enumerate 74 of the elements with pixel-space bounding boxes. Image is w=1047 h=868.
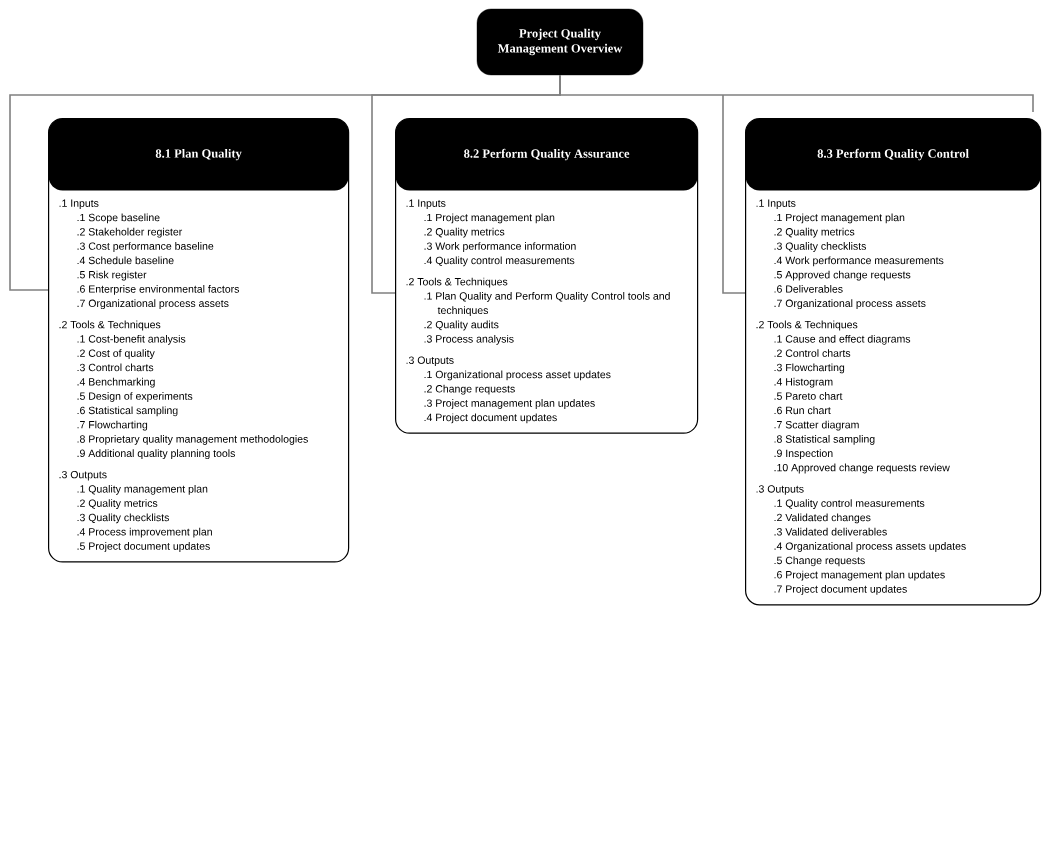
list-heading: .1 Inputs [756, 199, 796, 209]
list-heading: .2 Tools & Techniques [406, 277, 508, 288]
list-item: .2 Quality metrics [424, 227, 505, 238]
list-item: .8 Statistical sampling [774, 435, 875, 445]
list-item: .2 Quality metrics [77, 499, 158, 509]
box-heading: 8.3 Perform Quality Control [817, 148, 969, 161]
list-item: .3 Flowcharting [774, 363, 845, 374]
list-item: .3 Quality checklists [77, 513, 169, 524]
box-heading: 8.1 Plan Quality [155, 148, 242, 161]
list-heading: .3 Outputs [59, 470, 107, 481]
list-item: .1 Scope baseline [77, 213, 160, 224]
list-item: .4 Schedule baseline [77, 256, 174, 265]
list-item: .7 Scatter diagram [774, 420, 859, 431]
list-item: .4 Histogram [774, 377, 833, 388]
title-box [476, 8, 644, 76]
list-item: .7 Flowcharting [77, 420, 148, 431]
list-item: .6 Enterprise environmental factors [77, 285, 240, 295]
list-item: .2 Validated changes [774, 513, 871, 524]
list-item: .6 Statistical sampling [77, 406, 178, 417]
list-heading: .2 Tools & Techniques [756, 320, 858, 331]
list-item: .3 Cost performance baseline [77, 242, 214, 252]
list-item: .4 Work performance measurements [774, 256, 944, 267]
list-heading: .1 Inputs [59, 199, 99, 209]
list-item: .1 Quality control measurements [774, 499, 925, 509]
list-item: .5 Approved change requests [774, 270, 911, 281]
list-heading: .2 Tools & Techniques [59, 320, 161, 331]
list-item: .2 Control charts [774, 349, 851, 357]
list-item: .9 Inspection [774, 449, 833, 460]
list-item: .4 Quality control measurements [424, 256, 575, 267]
list-item: .6 Project management plan updates [774, 570, 945, 581]
list-item: .4 Project document updates [424, 413, 557, 424]
list-item: .7 Organizational process assets [774, 299, 926, 310]
list-item: .1 Plan Quality and Perform Quality Control tools and techniques [424, 292, 670, 317]
list-item: .1 Project management plan [774, 213, 905, 224]
list-item: .3 Project management plan updates [424, 399, 595, 409]
box-heading: 8.2 Perform Quality Assurance [464, 148, 630, 161]
list-item: .5 Risk register [77, 270, 147, 281]
list-item: .5 Pareto chart [774, 392, 843, 400]
list-heading: .3 Outputs [406, 356, 454, 366]
list-item: .7 Organizational process assets [77, 299, 229, 310]
list-item: .1 Cost-benefit analysis [77, 334, 186, 345]
list-item: .2 Cost of quality [77, 349, 155, 359]
process-box [745, 118, 1042, 606]
list-item: .4 Organizational process assets updates [774, 542, 966, 552]
list-heading: .3 Outputs [756, 485, 804, 495]
list-item: .3 Work performance information [424, 242, 576, 252]
list-item: .1 Project management plan [424, 213, 555, 224]
list-item: .4 Benchmarking [77, 377, 155, 388]
list-item: .6 Run chart [774, 406, 831, 415]
process-box [395, 118, 699, 434]
list-item: .6 Deliverables [774, 285, 843, 293]
box-heading: Project Quality Management Overview [497, 28, 623, 56]
list-item: .9 Additional quality planning tools [77, 449, 235, 460]
list-item: .10 Approved change requests review [774, 463, 950, 474]
list-item: .3 Validated deliverables [774, 527, 887, 536]
list-item: .3 Process analysis [424, 334, 514, 345]
list-item: .3 Control charts [77, 363, 154, 372]
list-item: .2 Stakeholder register [77, 227, 183, 238]
list-item: .5 Project document updates [77, 542, 210, 552]
process-box [48, 118, 350, 563]
list-item: .2 Quality audits [424, 320, 499, 331]
list-item: .1 Cause and effect diagrams [774, 334, 911, 345]
list-item: .3 Quality checklists [774, 242, 866, 252]
list-item: .2 Change requests [424, 384, 515, 395]
list-item: .5 Change requests [774, 556, 865, 567]
list-heading: .1 Inputs [406, 199, 446, 209]
list-item: .1 Quality management plan [77, 484, 208, 495]
connector-line [559, 74, 1034, 294]
list-item: .7 Project document updates [774, 585, 907, 595]
list-item: .2 Quality metrics [774, 227, 855, 238]
list-item: .5 Design of experiments [77, 392, 193, 402]
list-item: .4 Process improvement plan [77, 527, 212, 538]
list-item: .1 Organizational process asset updates [424, 370, 611, 381]
list-item: .8 Proprietary quality management methodologies [77, 435, 308, 445]
